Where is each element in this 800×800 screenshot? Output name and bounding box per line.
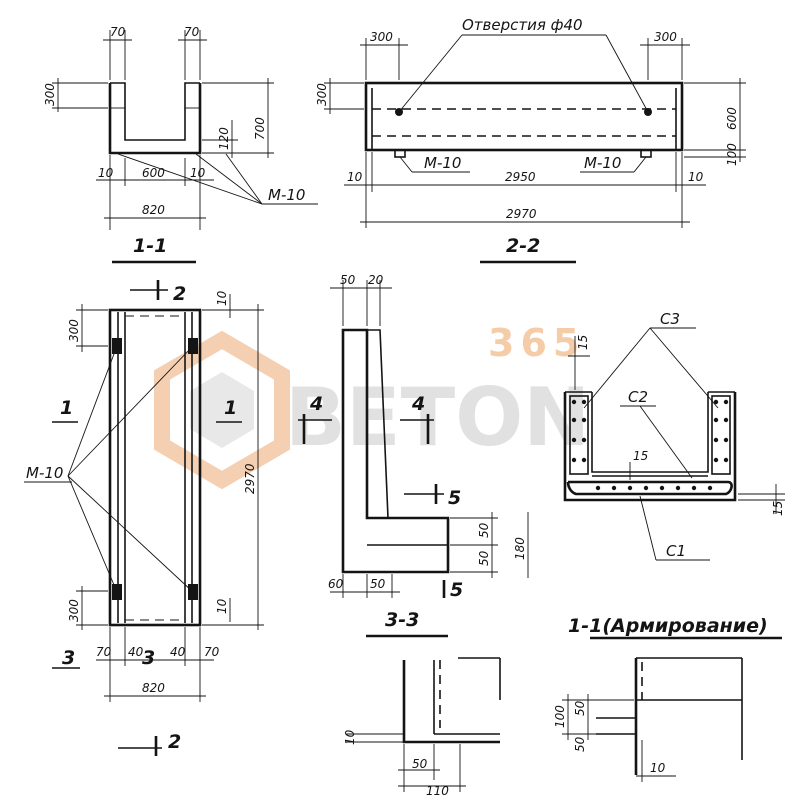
s33-dim-50-lower: 50	[477, 550, 491, 566]
s33-mark-5-top: 5	[448, 487, 461, 509]
s11-dim-700: 700	[253, 117, 267, 140]
plan-section-2-top: 2	[173, 283, 186, 305]
plan-view: M-10 1 1 2 2 3 3 300 300 2970 10 10	[24, 280, 264, 756]
plan-dim-300-bottom: 300	[67, 599, 81, 622]
s22-marker-m10-right: M-10	[584, 154, 621, 172]
s11-title: 1-1	[133, 235, 167, 257]
detail4-dim-50: 50	[412, 757, 428, 771]
s22-dim-10-right: 10	[688, 170, 704, 184]
plan-dim-10-top: 10	[215, 290, 229, 306]
watermark-hex-inner	[190, 372, 254, 448]
rebar-dots	[571, 399, 729, 491]
detail5-dim-100: 100	[553, 705, 567, 728]
plan-dim-40-right: 40	[170, 645, 186, 659]
plan-dim-2970: 2970	[243, 463, 257, 494]
section-3-3: 50 20 4 4 5 5 50 50 180 60 50 3-3	[298, 273, 529, 638]
watermark-hex-logo	[154, 330, 290, 490]
s22-holes-note: Отверстия ф40	[462, 16, 583, 34]
plan-dim-40-left: 40	[128, 645, 144, 659]
s22-dim-10-left: 10	[347, 170, 363, 184]
detail-4: 10 50 110	[343, 657, 501, 798]
s11-dim-120: 120	[217, 127, 231, 150]
s22-dim-100: 100	[725, 143, 739, 166]
s33-mark-4-right: 4	[411, 393, 425, 415]
detail5-dim-50-upper: 50	[573, 700, 587, 716]
s22-dim-600: 600	[725, 107, 739, 130]
s33-dim-50-upper: 50	[477, 522, 491, 538]
section-1-1: 70 70 300 700 120 10 600 10 820 M-10 1-1	[43, 25, 318, 264]
s22-dim-300-right: 300	[654, 30, 677, 44]
plan-marker-m10: M-10	[26, 464, 63, 482]
s33-title: 3-3	[385, 609, 419, 631]
watermark-text: BETON	[285, 371, 590, 464]
reinf-label-c3: C3	[660, 310, 680, 328]
s33-dim-20-top: 20	[368, 273, 384, 287]
plan-section-1-right: 1	[224, 397, 237, 419]
s11-dim-70-left: 70	[110, 25, 126, 39]
reinf-dim-15-right: 15	[771, 501, 785, 516]
s11-dim-10-right: 10	[190, 166, 206, 180]
reinforcement-section: C3 C2 C1 15 15 15 1-1(Армирование)	[563, 310, 785, 640]
s11-marker-m10: M-10	[268, 186, 305, 204]
s11-dim-300: 300	[43, 83, 57, 106]
plan-dim-70-left: 70	[96, 645, 112, 659]
detail5-dim-10: 10	[650, 761, 666, 775]
reinf-label-c2: C2	[628, 388, 648, 406]
s11-dim-600: 600	[142, 166, 165, 180]
s22-dim-2970: 2970	[506, 207, 537, 221]
plan-dim-300-top: 300	[67, 319, 81, 342]
detail-5: 50 100 50 10	[553, 657, 743, 782]
detail4-dim-110: 110	[426, 784, 449, 798]
plan-dim-70-right: 70	[204, 645, 220, 659]
s22-dim-2950: 2950	[505, 170, 536, 184]
s33-mark-5-bottom: 5	[450, 579, 463, 601]
s33-dim-60-bottom: 50	[370, 577, 386, 591]
plan-section-3-left: 3	[62, 647, 75, 669]
s11-dim-70-right: 70	[184, 25, 200, 39]
s22-dim-300-v: 300	[315, 83, 329, 106]
detail4-dim-10: 10	[343, 729, 357, 745]
plan-dim-10-bottom: 10	[215, 598, 229, 614]
s33-dim-50-top: 50	[340, 273, 356, 287]
s22-dim-300-left: 300	[370, 30, 393, 44]
detail5-dim-50-lower: 50	[573, 736, 587, 752]
plan-section-1-left: 1	[60, 397, 73, 419]
plan-section-2-bottom: 2	[168, 731, 181, 753]
s33-mark-4-left: 4	[309, 393, 323, 415]
s33-dim-180: 180	[513, 537, 527, 560]
s11-dim-10-left: 10	[98, 166, 114, 180]
section-2-2: Отверстия ф40 300 300 300 600 100 10 295…	[315, 16, 746, 264]
reinf-label-c1: C1	[666, 542, 686, 560]
reinf-title: 1-1(Армирование)	[568, 615, 768, 637]
reinf-dim-15-top: 15	[576, 335, 590, 350]
watermark: 365 BETON	[154, 321, 590, 490]
watermark-number: 365	[488, 321, 585, 365]
plan-dim-820: 820	[142, 681, 165, 695]
s11-dim-820: 820	[142, 203, 165, 217]
s33-dim-50-bottom: 60	[328, 577, 344, 591]
s22-marker-m10-left: M-10	[424, 154, 461, 172]
reinf-dim-15-mid: 15	[633, 449, 648, 463]
s22-title: 2-2	[506, 235, 540, 257]
plan-section-3-mid: 3	[142, 647, 155, 669]
